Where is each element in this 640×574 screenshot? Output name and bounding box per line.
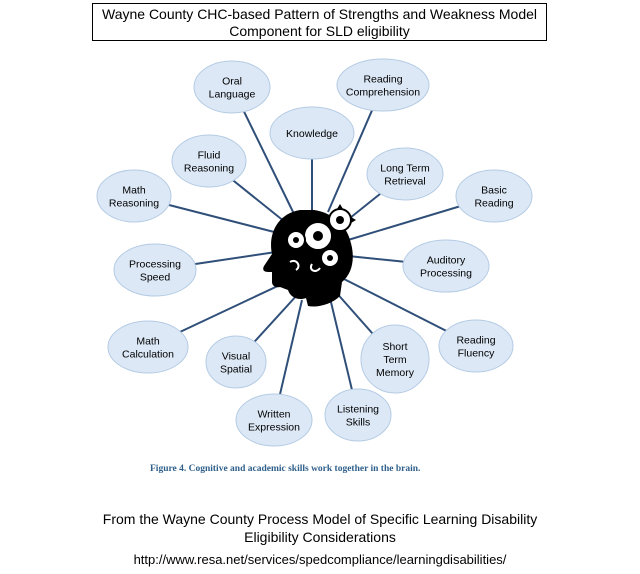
title-box: Wayne County CHC-based Pattern of Streng… bbox=[92, 3, 547, 41]
bubble-label-long-term-retrieval: Retrieval bbox=[384, 176, 425, 188]
bubble-label-auditory-processing: Auditory bbox=[427, 255, 466, 267]
bubble-label-visual-spatial: Spatial bbox=[220, 364, 252, 376]
gear-icon bbox=[324, 204, 356, 236]
bubble-label-fluid-reasoning: Reasoning bbox=[184, 163, 234, 175]
bubble-label-basic-reading: Basic bbox=[481, 185, 507, 197]
bubble-label-math-reasoning: Reasoning bbox=[109, 198, 159, 210]
bubble-label-reading-comprehension: Comprehension bbox=[346, 87, 420, 99]
bubble-label-short-term-memory: Memory bbox=[376, 367, 415, 379]
title-line-2: Component for SLD eligibility bbox=[229, 23, 410, 39]
bubble-label-reading-fluency: Fluency bbox=[458, 348, 496, 360]
bubble-label-oral-language: Language bbox=[209, 89, 256, 101]
title-line-1: Wayne County CHC-based Pattern of Streng… bbox=[102, 6, 537, 22]
gear-icon bbox=[320, 248, 340, 268]
bubble-label-math-calculation: Calculation bbox=[122, 349, 174, 361]
bubble-label-reading-comprehension: Reading bbox=[363, 74, 402, 86]
bubble-label-reading-fluency: Reading bbox=[456, 335, 495, 347]
bubble-label-visual-spatial: Visual bbox=[222, 351, 250, 363]
bubble-label-math-calculation: Math bbox=[136, 336, 160, 348]
figure-caption: Figure 4. Cognitive and academic skills … bbox=[150, 464, 421, 474]
bubble-label-auditory-processing: Processing bbox=[420, 268, 472, 280]
bubble-label-processing-speed: Processing bbox=[129, 259, 181, 271]
source-url[interactable]: http://www.resa.net/services/spedcomplia… bbox=[133, 552, 507, 567]
bubble-label-written-expression: Written bbox=[257, 409, 290, 421]
bubble-label-knowledge: Knowledge bbox=[286, 128, 338, 140]
bubble-label-written-expression: Expression bbox=[248, 422, 300, 434]
bubble-knowledge: Knowledge bbox=[269, 106, 355, 160]
gear-icon bbox=[303, 221, 333, 251]
gear-icon bbox=[286, 230, 306, 250]
bubble-label-fluid-reasoning: Fluid bbox=[198, 150, 221, 162]
bubble-label-oral-language: Oral bbox=[222, 76, 242, 88]
bubble-label-math-reasoning: Math bbox=[122, 185, 146, 197]
bubble-label-short-term-memory: Short bbox=[382, 341, 407, 353]
bubble-label-long-term-retrieval: Long Term bbox=[380, 163, 430, 175]
bubble-label-short-term-memory: Term bbox=[383, 354, 407, 366]
bubble-label-listening-skills: Listening bbox=[337, 404, 379, 416]
source-line-2: Eligibility Considerations bbox=[244, 529, 396, 545]
brain-head-icon bbox=[263, 204, 356, 307]
skill-bubbles: OralLanguageReadingComprehensionKnowledg… bbox=[96, 58, 533, 447]
bubble-label-processing-speed: Speed bbox=[140, 272, 171, 284]
bubble-label-basic-reading: Reading bbox=[474, 198, 513, 210]
source-line-1: From the Wayne County Process Model of S… bbox=[102, 511, 538, 527]
bubble-label-listening-skills: Skills bbox=[346, 417, 371, 429]
source-note: From the Wayne County Process Model of S… bbox=[60, 510, 580, 546]
